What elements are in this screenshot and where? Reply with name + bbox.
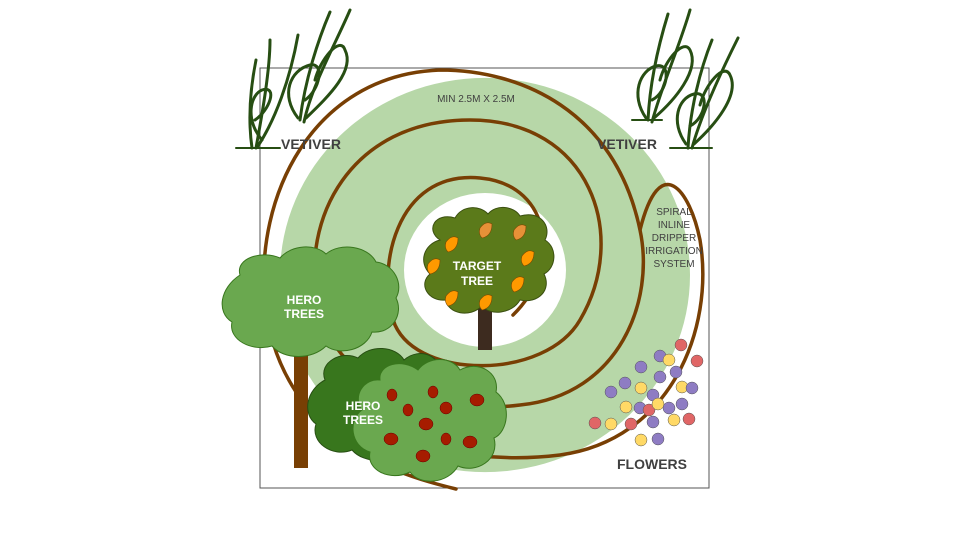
size-note: MIN 2.5M X 2.5M [437,94,515,105]
vetiver-left-icon [235,8,352,150]
irrigation-label: SPIRAL INLINE DRIPPER IRRIGATION SYSTEM [645,207,703,270]
hero-trees-bottom-label: HERO [346,399,381,413]
irrigation-label-line: INLINE [658,220,691,231]
hero-tree-canopy-light [221,246,400,357]
berries [383,385,485,463]
irrigation-label-line: DRIPPER [652,233,696,244]
target-tree-label: TARGET [453,259,502,273]
hero-tree-light [221,246,400,468]
flower-cluster [588,338,704,447]
target-tree [423,207,555,350]
vetiver-right-icon [631,8,740,150]
berry-bush [352,359,507,482]
irrigation-label-line: IRRIGATION [645,246,703,257]
hero-trees-top-label: TREES [284,307,324,321]
irrigation-label-line: SPIRAL [656,207,692,218]
target-tree-trunk [478,305,492,350]
hero-trees-top-label: HERO [287,293,322,307]
vetiver-right-label: VETIVER [597,136,657,152]
hero-tree-trunk [294,330,308,468]
hero-trees-bottom-label: TREES [343,413,383,427]
spiral-outer-arc [439,182,705,460]
irrigation-label-line: SYSTEM [653,259,694,270]
target-tree-label: TREE [461,274,493,288]
flowers-label: FLOWERS [617,456,687,472]
vetiver-left-label: VETIVER [281,136,341,152]
target-tree-fruit [427,222,535,311]
